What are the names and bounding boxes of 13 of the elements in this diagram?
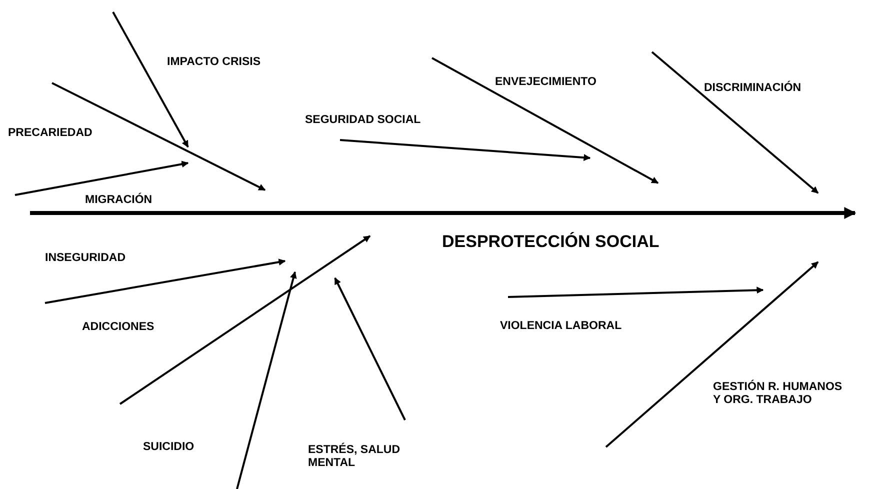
cause-label: DISCRIMINACIÓN: [704, 82, 802, 95]
cause-label: MIGRACIÓN: [85, 194, 152, 207]
cause-label: VIOLENCIA LABORAL: [500, 320, 622, 333]
cause-label: INSEGURIDAD: [45, 252, 126, 265]
cause-label: SEGURIDAD SOCIAL: [305, 114, 421, 127]
cause-label: ESTRÉS, SALUD MENTAL: [308, 444, 402, 470]
cause-label: SUICIDIO: [143, 441, 194, 454]
cause-label: GESTIÓN R. HUMANOS Y ORG. TRABAJO: [713, 381, 844, 407]
cause-label: PRECARIEDAD: [8, 127, 92, 140]
cause-label: IMPACTO CRISIS: [167, 56, 260, 69]
cause-label: ENVEJECIMIENTO: [495, 76, 596, 89]
cause-label: ADICCIONES: [82, 321, 154, 334]
effect-label: DESPROTECCIÓN SOCIAL: [442, 232, 660, 252]
